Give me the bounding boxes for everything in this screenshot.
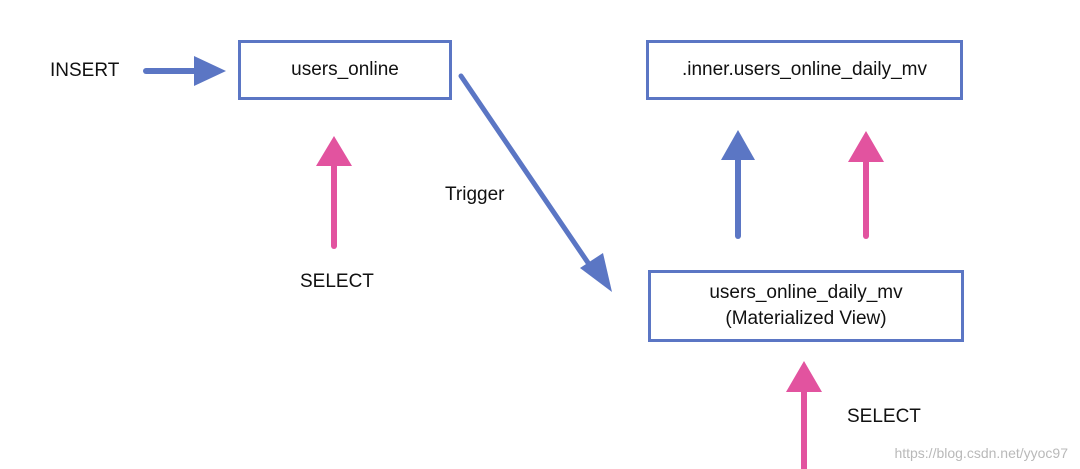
inner-mv-table-label: .inner.users_online_daily_mv (681, 59, 928, 81)
materialized-view-box: users_online_daily_mv (Materialized View… (648, 270, 964, 342)
select-left-label: SELECT (300, 271, 374, 292)
select-right-arrow (786, 361, 822, 469)
watermark-url: https://blog.csdn.net/yyoc97 (894, 445, 1068, 461)
insert-label: INSERT (50, 60, 120, 81)
trigger-arrow (458, 73, 612, 292)
insert-arrow (143, 56, 226, 86)
inner-mv-table-box: .inner.users_online_daily_mv (646, 40, 963, 100)
users-online-table-box: users_online (238, 40, 452, 100)
users-online-table-label: users_online (291, 59, 399, 81)
select-left-arrow (316, 136, 352, 249)
select-right-label: SELECT (847, 406, 921, 427)
materialized-view-type: (Materialized View) (725, 308, 887, 329)
mv-to-inner-blue-arrow (721, 130, 755, 239)
mv-to-inner-pink-arrow (848, 131, 884, 239)
trigger-label: Trigger (445, 184, 505, 205)
materialized-view-name: users_online_daily_mv (709, 282, 903, 304)
